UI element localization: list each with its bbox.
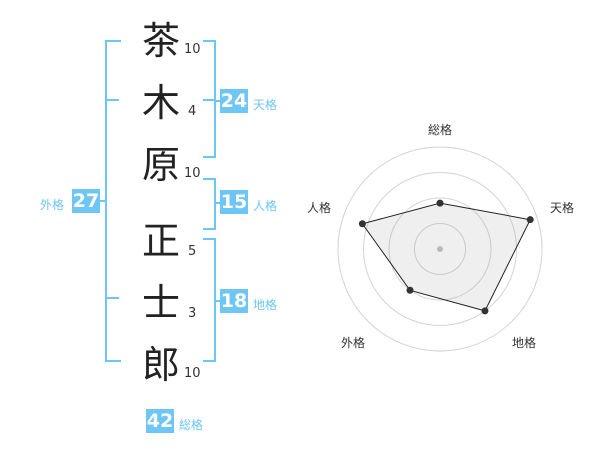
radar-axis-label-gaikaku: 外格 — [341, 335, 365, 350]
soukaku-label: 総格 — [179, 418, 204, 432]
jinkaku-label: 人格 — [253, 199, 278, 213]
radar-axis-label-chikaku: 地格 — [512, 335, 536, 350]
radar-data-polygon — [361, 202, 531, 312]
name-char-3: 原 — [141, 143, 180, 187]
radar-axis-label-jinkaku: 人格 — [307, 200, 331, 215]
radar-grid-ring — [337, 146, 543, 352]
radar-point — [481, 307, 489, 315]
soukaku-badge: 42 — [146, 409, 174, 433]
stroke-count-6: 10 — [184, 366, 201, 381]
gaikaku-badge: 27 — [72, 189, 100, 213]
tenkaku-label: 天格 — [253, 98, 278, 112]
stroke-count-3: 10 — [184, 166, 201, 181]
stroke-count-1: 10 — [184, 42, 201, 57]
name-char-2: 木 — [141, 81, 180, 125]
stroke-count-4: 5 — [188, 244, 197, 259]
tenkaku-bracket-2 — [203, 99, 216, 158]
radar-point — [526, 216, 534, 224]
radar-axis-label-soukaku: 総格 — [428, 122, 452, 137]
radar-point — [436, 199, 444, 207]
jinkaku-badge: 15 — [220, 190, 248, 214]
jinkaku-connector — [216, 202, 222, 204]
gaikaku-bracket-tick-2 — [105, 297, 119, 299]
radar-point — [358, 220, 366, 228]
chikaku-connector — [216, 300, 222, 302]
jinkaku-bracket — [203, 178, 216, 230]
stroke-count-2: 4 — [188, 104, 197, 119]
gaikaku-connector — [98, 200, 106, 202]
gaikaku-bracket — [105, 40, 121, 362]
radar-grid-ring — [388, 197, 492, 301]
gaikaku-label: 外格 — [40, 198, 65, 212]
radar-center-dot — [437, 246, 443, 252]
chikaku-badge: 18 — [220, 289, 248, 313]
radar-axis-label-tenkaku: 天格 — [550, 200, 574, 215]
tenkaku-bracket — [203, 40, 216, 101]
chikaku-bracket — [203, 238, 216, 362]
radar-grid-ring — [363, 172, 517, 326]
name-char-1: 茶 — [141, 19, 180, 63]
tenkaku-connector — [216, 100, 222, 102]
name-char-6: 郎 — [141, 343, 180, 387]
radar-grid-ring — [414, 223, 466, 275]
gaikaku-bracket-tick-1 — [105, 99, 119, 101]
radar-chart: 総格 天格 地格 外格 人格 — [307, 122, 574, 352]
name-char-5: 士 — [141, 281, 180, 325]
radar-points — [358, 199, 534, 315]
name-char-4: 正 — [141, 219, 180, 263]
radar-point — [406, 286, 414, 294]
radar-grid — [337, 146, 543, 352]
chikaku-label: 地格 — [253, 298, 278, 312]
tenkaku-badge: 24 — [220, 89, 248, 113]
stroke-count-5: 3 — [188, 306, 197, 321]
